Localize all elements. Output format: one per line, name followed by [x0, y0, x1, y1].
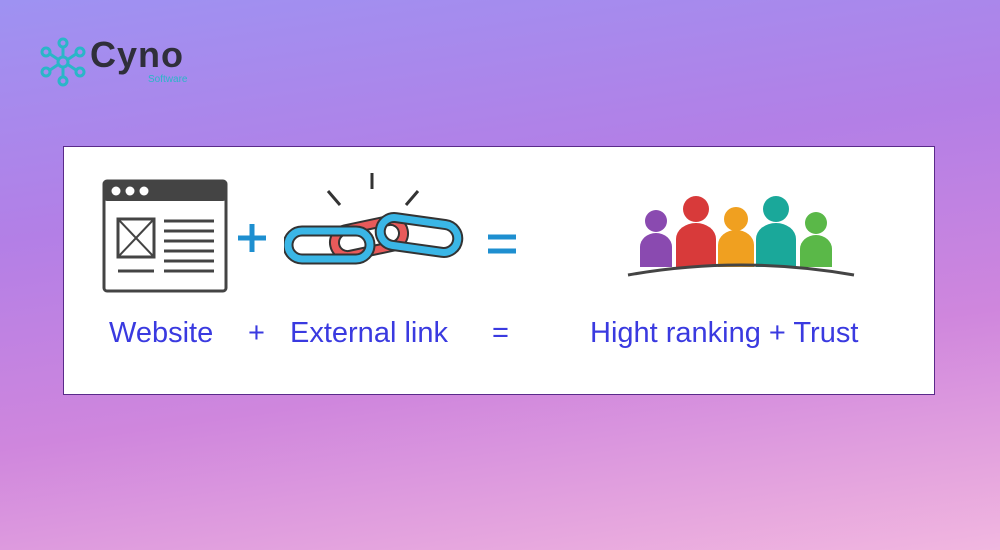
website-label: Website [109, 317, 214, 349]
equation-card: Website + External link = Hight ranking … [63, 146, 935, 395]
logo-subtitle: Software [148, 74, 188, 85]
external-link-label: External link [290, 317, 448, 349]
plus-symbol-icon [238, 224, 266, 252]
browser-window-icon [102, 179, 228, 293]
cyno-logo: Cyno Software [38, 34, 198, 92]
logo-name: Cyno [90, 34, 184, 75]
equals-symbol-icon [488, 234, 516, 254]
network-logo-icon [40, 37, 86, 87]
result-label: Hight ranking + Trust [590, 317, 859, 349]
broken-chain-link-icon [284, 173, 464, 265]
equals-label: = [492, 317, 509, 349]
people-group-icon [627, 196, 855, 277]
plus-label: + [248, 317, 265, 349]
